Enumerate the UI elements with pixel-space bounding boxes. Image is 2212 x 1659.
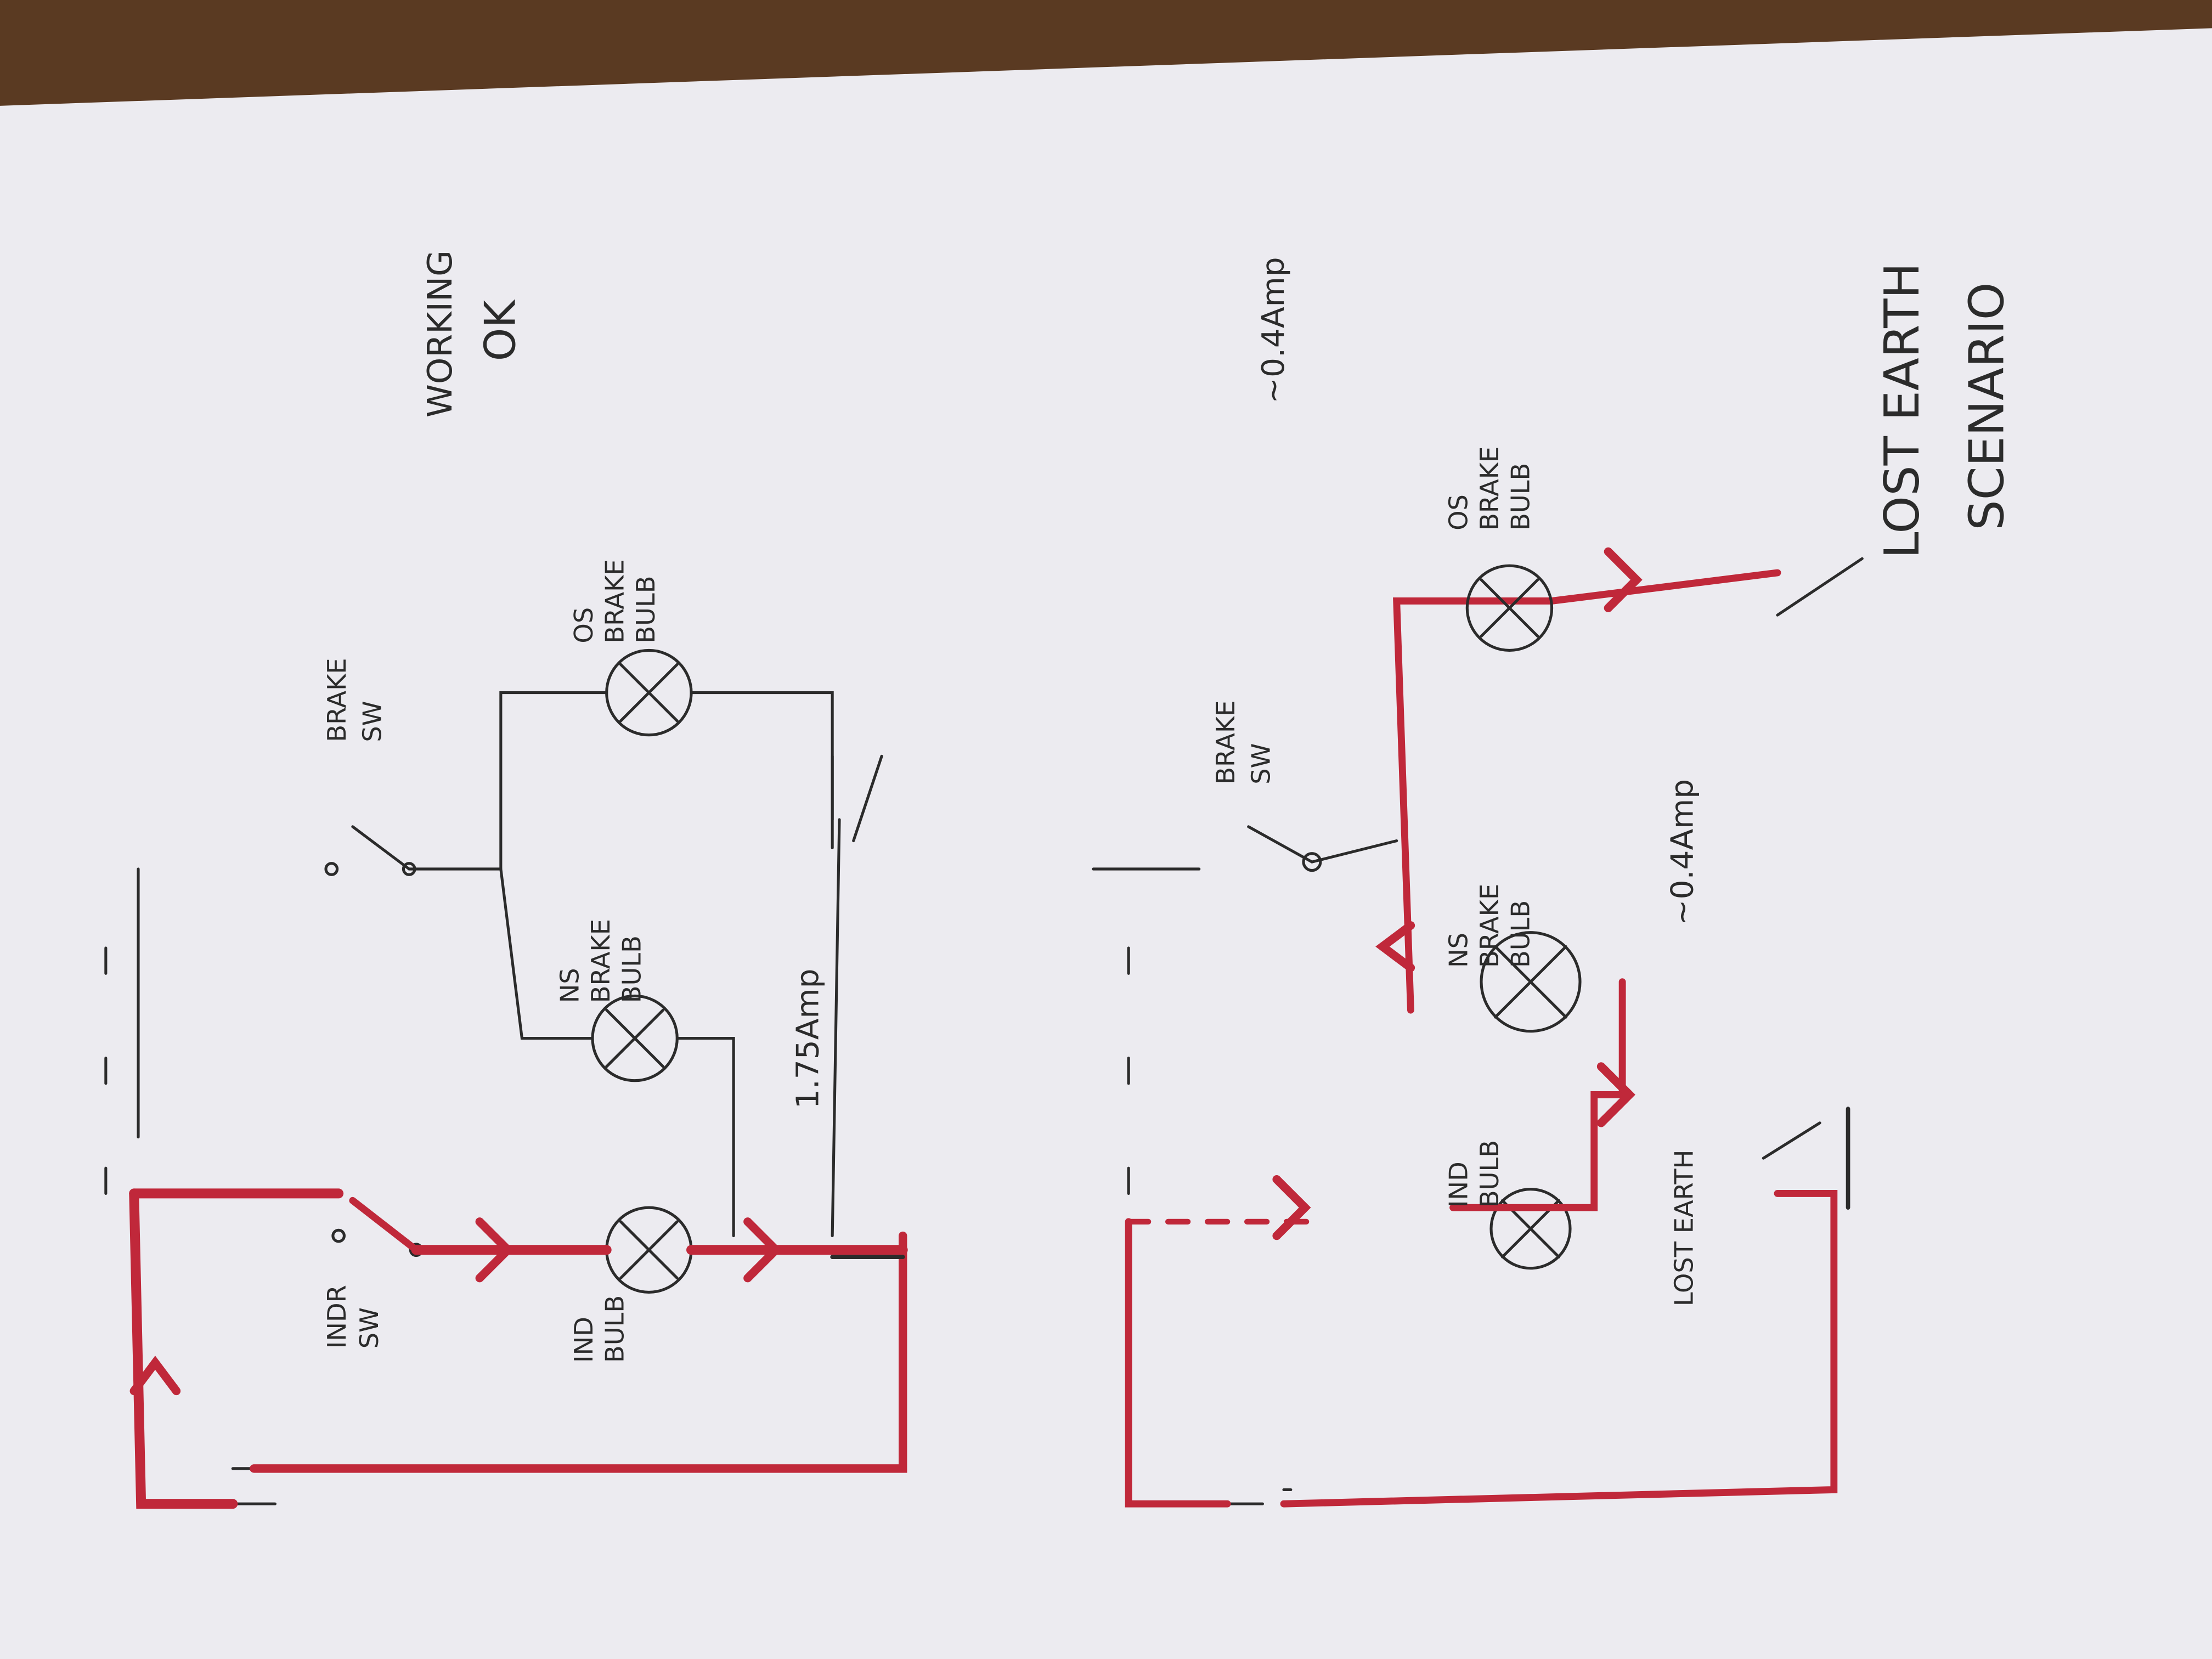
lost-earth-label: LOST EARTH [1669,1150,1699,1307]
arrow [1272,1175,1311,1240]
os-bulb-label-3: BULB [631,575,661,643]
working-heading: WORKING [420,250,460,417]
current-path-right [1393,569,1781,1014]
bulb-filament [1494,945,1567,1019]
ind-bulb-label-2: BULB [600,1295,630,1363]
brake-sw-label-2: SW [357,701,387,742]
current-os-label: ~0.4Amp [1255,257,1291,403]
lost-earth-heading: LOST EARTH [1874,263,1930,559]
working-status: OK [476,299,526,362]
labels: WORKING OK BRAKE SW OS BRAKE BULB NS BRA… [322,250,2015,1363]
ind-bulb [1489,1188,1572,1270]
bulb-filament [619,1220,679,1280]
earth-symbol [1762,1121,1821,1160]
ns-bulb-label-3: BULB [617,935,646,1003]
ns-bulb-label-1: NS [1443,933,1473,968]
lost-earth-status: SCENARIO [1959,283,2015,531]
earth-symbol [1776,557,1864,617]
ns-bulb-label-3: BULB [1505,900,1535,968]
indr-switch-contact [331,1228,346,1243]
os-bulb-label-2: BRAKE [1475,447,1504,531]
brake-switch-contact [1302,852,1322,872]
brake-sw-label-1: BRAKE [1211,700,1240,784]
current-path-lost-earth [1449,978,1626,1211]
current-path-bottom [1280,1190,1838,1508]
ind-bulb-label-2: BULB [1475,1140,1504,1207]
ns-earth-wire [675,1036,735,1238]
current-ns-label: ~0.4Amp [1664,779,1701,926]
bulb-filament [619,663,679,723]
diagram-lost-earth [1092,557,1864,1508]
brake-switch-lever [351,825,411,871]
brake-switch-contact [324,862,339,876]
os-bulb-label-2: BRAKE [600,559,630,643]
ns-bulb-label-1: NS [555,968,584,1003]
brake-sw-label-2: SW [1246,743,1276,785]
arrow [1375,921,1415,972]
brake-link [1310,839,1398,864]
current-label: 1.75Amp [789,969,826,1109]
os-bulb-label-3: BULB [1505,463,1535,531]
diagram-working [104,648,908,1509]
current-path-left [129,1188,238,1509]
arrow [129,1356,181,1396]
arrow [743,1217,782,1283]
indr-switch-lever [349,1197,420,1254]
ns-feed-wire [408,867,594,1040]
ns-brake-bulb [1480,931,1582,1033]
os-feed-wire [499,691,608,871]
ind-bulb-label-1: IND [569,1317,599,1363]
arrow [1604,547,1643,612]
bulb-filament [1480,578,1539,638]
indr-sw-label-2: SW [354,1307,384,1348]
os-bulb-label-1: OS [1443,494,1473,531]
arrow [1596,1062,1635,1127]
ns-bulb-label-2: BRAKE [586,919,616,1003]
indr-sw-label-1: INDR [322,1285,352,1348]
current-arrows [129,547,1643,1396]
earth-symbol [852,754,883,843]
arrow [475,1217,514,1283]
earth-rail [831,818,841,1238]
bulb-filament [605,1008,665,1068]
current-path-left [1125,1218,1231,1508]
brake-switch-lever [1247,825,1313,864]
os-bulb-label-1: OS [569,607,599,644]
brake-sw-label-1: BRAKE [322,658,352,742]
ind-bulb-label-1: IND [1443,1161,1473,1207]
current-path-bottom [250,1231,907,1473]
ns-bulb-label-2: BRAKE [1475,884,1504,968]
os-brake-bulb [1465,564,1554,652]
